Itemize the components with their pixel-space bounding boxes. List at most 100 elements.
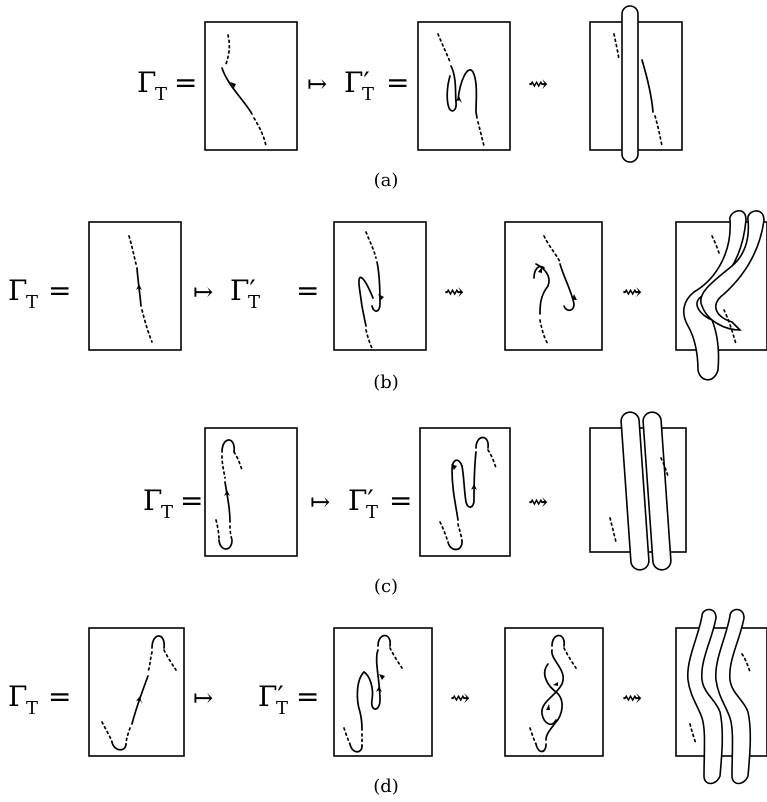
strand-dotted <box>343 727 351 745</box>
strand-solid <box>151 635 165 649</box>
squiggle-arrow: ⇝ <box>622 278 642 306</box>
strand-dotted <box>125 727 131 745</box>
strand-dotted <box>101 721 113 743</box>
orientation-arrow <box>546 704 550 710</box>
equals-sign: = <box>296 680 319 713</box>
squiggle-arrow: ⇝ <box>444 278 464 306</box>
strand-dotted <box>229 525 233 541</box>
caption-b: (b) <box>373 372 399 393</box>
strand-dotted <box>439 521 449 543</box>
strand-solid <box>221 67 253 115</box>
strand-dotted <box>613 33 620 61</box>
panel-modified <box>417 21 511 151</box>
subscript-label: T <box>26 698 38 719</box>
strand-dotted <box>723 309 737 345</box>
strand-solid <box>371 261 381 312</box>
strand-dotted <box>609 517 617 543</box>
equals-sign: = <box>386 66 409 99</box>
strand-solid <box>349 743 363 753</box>
orientation-arrow <box>451 464 457 470</box>
gamma-prime-label: Γ′ <box>230 274 256 307</box>
panel-modified <box>333 627 433 757</box>
subscript-label: T <box>161 502 173 523</box>
strand-solid <box>111 741 127 751</box>
panel-modified <box>333 221 427 351</box>
strand-solid <box>551 634 565 647</box>
row-d: Γ T = ↦ Γ′ T = ⇝ ⇝ <box>8 608 767 797</box>
orientation-arrow <box>378 294 384 300</box>
gamma-prime-label: Γ′ <box>348 484 374 517</box>
strand-dotted <box>365 329 373 349</box>
strand-dotted <box>477 121 485 147</box>
gamma-prime-label: Γ′ <box>258 680 284 713</box>
panel-intermediate <box>504 627 604 757</box>
panel-modified <box>419 427 511 557</box>
strand-solid <box>218 539 233 550</box>
orientation-arrow <box>136 696 142 704</box>
row-c: Γ T = ↦ Γ′ T = ⇝ (c) <box>143 411 687 597</box>
gamma-label: Γ <box>8 680 27 713</box>
strand-dotted <box>487 449 497 469</box>
panel-original <box>204 427 298 557</box>
strand-dotted <box>437 33 451 63</box>
strand-dotted <box>253 117 267 147</box>
mapsto-symbol: ↦ <box>310 488 330 516</box>
orientation-arrow <box>538 267 542 273</box>
strand-dotted <box>654 115 663 147</box>
orientation-arrow <box>379 674 385 680</box>
strand-dotted <box>543 235 561 263</box>
tube-band <box>642 411 672 571</box>
subscript-label: T <box>362 84 374 105</box>
gamma-label: Γ <box>143 484 162 517</box>
strand-dotted <box>689 723 697 745</box>
squiggle-arrow: ⇝ <box>622 684 642 712</box>
equals-sign: = <box>180 484 203 517</box>
squiggle-arrow: ⇝ <box>450 684 470 712</box>
orientation-arrow <box>376 686 382 692</box>
subscript-label: T <box>248 292 260 313</box>
strand-solid <box>461 451 477 508</box>
strand-solid <box>358 276 374 327</box>
strand-dotted <box>163 649 177 671</box>
subscript-label: T <box>155 84 167 105</box>
orientation-arrow <box>224 490 230 496</box>
panel-intermediate <box>504 221 603 351</box>
strand-dotted <box>233 451 243 471</box>
row-b: Γ T = ↦ Γ′ T = ⇝ ⇝ (b) <box>8 210 767 393</box>
strand-dotted <box>128 235 137 265</box>
tube-band <box>620 411 650 571</box>
orientation-arrow <box>455 96 462 103</box>
strand-solid <box>377 634 391 647</box>
squiggle-arrow: ⇝ <box>528 488 548 516</box>
strand-solid <box>224 481 231 523</box>
strand-dotted <box>529 727 537 745</box>
subscript-label: T <box>26 292 38 313</box>
panel-original <box>204 21 298 151</box>
caption-a: (a) <box>374 170 399 191</box>
gamma-prime-label: Γ′ <box>344 66 370 99</box>
orientation-arrow <box>572 294 577 300</box>
orientation-arrow <box>471 484 477 490</box>
squiggle-arrow: ⇝ <box>528 70 548 98</box>
panel-result <box>675 221 767 351</box>
orientation-arrow <box>136 284 142 290</box>
strand-solid <box>475 436 489 449</box>
strand-dotted <box>711 235 721 257</box>
strand-dotted <box>389 647 403 669</box>
strand-dotted <box>457 523 463 543</box>
subscript-label: T <box>366 502 378 523</box>
equals-sign: = <box>48 680 71 713</box>
strand-solid <box>363 649 381 710</box>
equals-sign: = <box>174 66 197 99</box>
strand-solid <box>451 459 463 521</box>
strand-dotted <box>225 34 231 65</box>
mapsto-symbol: ↦ <box>193 278 213 306</box>
equals-sign: = <box>296 274 319 307</box>
strand-dotted <box>221 455 226 479</box>
tube-band <box>715 608 752 785</box>
equals-sign: = <box>389 484 412 517</box>
strand-solid <box>533 265 545 279</box>
mapsto-symbol: ↦ <box>193 684 213 712</box>
gamma-label: Γ <box>137 66 156 99</box>
